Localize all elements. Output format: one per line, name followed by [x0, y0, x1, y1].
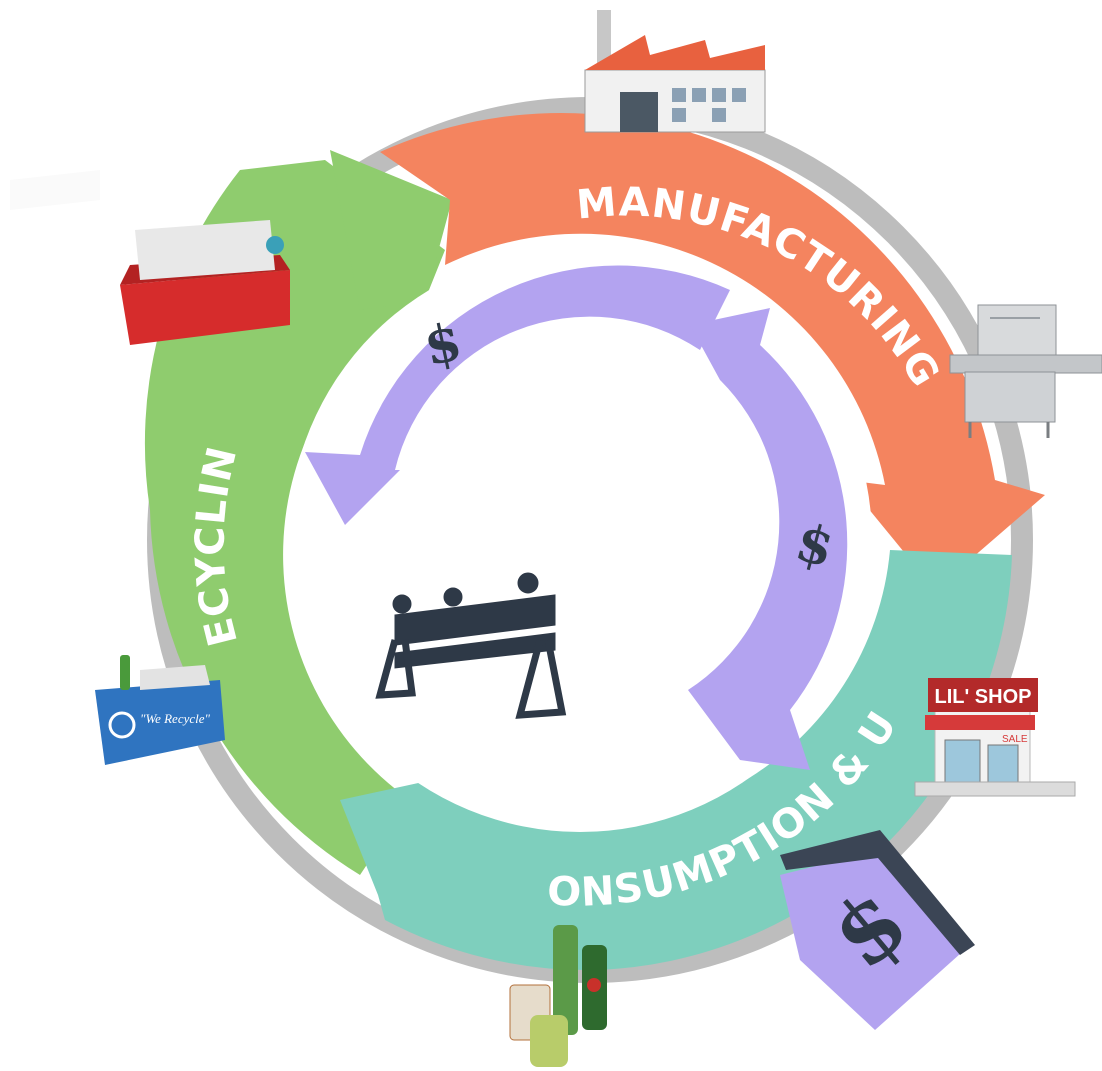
waste-bins-icon: [120, 220, 290, 345]
bottles-icon: [509, 925, 607, 1067]
recycle-bin-icon: "We Recycle": [95, 655, 225, 765]
scrap-shape: [10, 170, 100, 210]
manufacturing-segment: [380, 113, 1045, 591]
factory-icon: [584, 10, 766, 133]
svg-text:SALE: SALE: [1002, 734, 1028, 745]
money-flow-arrows: [305, 265, 975, 1030]
svg-text:"We Recycle": "We Recycle": [140, 711, 211, 726]
shop-icon: LIL' SHOP SALE: [914, 678, 1076, 797]
svg-text:LIL' SHOP: LIL' SHOP: [935, 686, 1032, 708]
filling-machine-icon: [949, 304, 1102, 438]
barrier-icon: [375, 572, 567, 719]
